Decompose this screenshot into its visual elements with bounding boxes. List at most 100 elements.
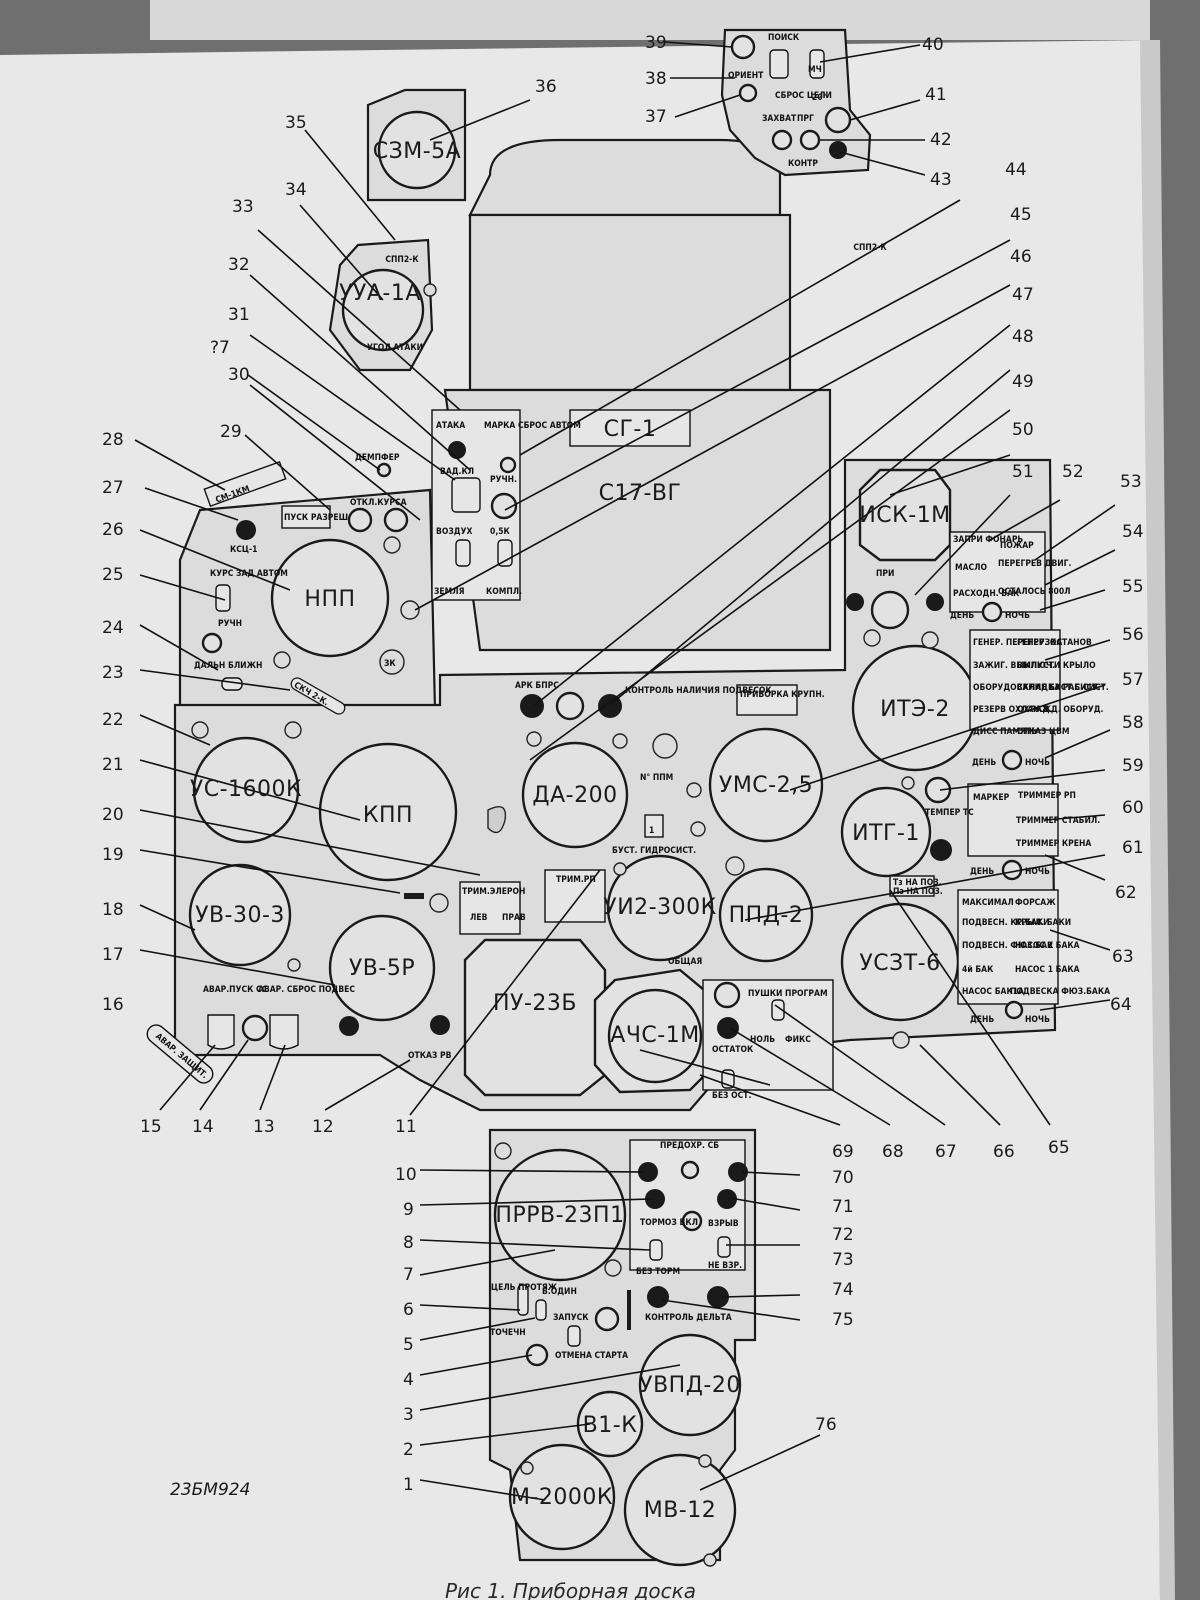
lbl-nasos2: НАСОС 2 БАКА [1015,941,1080,951]
sg-1-window [569,409,691,447]
lbl-oborudovanie: ОБОРУДОВАНИЕ БУСТ.СИСТ. [973,683,1100,693]
callout-50: 50 [1012,420,1034,440]
cover-avar-pusk[interactable] [207,1014,235,1050]
callout-34: 34 [285,180,307,200]
switch-5[interactable] [535,1299,547,1321]
callout-69: 69 [832,1142,854,1162]
lbl-peregrev: ПЕРЕГРЕВ ДВИГ. [998,559,1072,569]
us-1600k-dial [192,736,300,844]
switch-6[interactable] [517,1284,529,1316]
lbl-maksimal: МАКСИМАЛ [962,898,1014,908]
lbl-search: ПОИСК [768,33,800,43]
lbl-temper: ТЕМПЕР ТС [925,808,974,818]
uszt-6-label: УСЗТ-6 [859,951,940,976]
knob-30[interactable] [383,507,409,533]
trim-rp-box [544,869,606,923]
box-one [644,814,664,838]
lbl-kompl: КОМПЛ. [486,587,522,597]
lbl-ne-vzr: НЕ ВЗР. [708,1261,742,1271]
switch-predohr[interactable] [680,1160,700,1180]
knob-72[interactable] [681,1210,703,1232]
kpp-knob[interactable] [487,806,507,834]
callout-38: 38 [645,69,667,89]
knob-48[interactable] [555,691,585,721]
ui2-300k-label: УИ2-300К [603,895,716,920]
switch-marka[interactable] [499,456,517,474]
knob-4[interactable] [525,1343,549,1367]
knob-39[interactable] [730,34,756,60]
lbl-trim-stab: ТРИММЕР СТАБИЛ. [1016,816,1100,826]
lamp-61 [930,839,952,861]
screw [284,721,302,739]
dimmer-2[interactable] [1001,749,1023,771]
n-ppm-knob[interactable] [652,733,678,759]
callout-29: 29 [220,422,242,442]
sight-dome [468,138,782,217]
lbl-podveska-fuz: ПОДВЕСКА ФЮЗ.БАКА [1010,987,1110,997]
switch-mch[interactable] [809,49,825,79]
knob-pushki[interactable] [713,981,741,1009]
cover-avar-sbros[interactable] [269,1014,299,1050]
knob-14[interactable] [241,1014,269,1042]
dimmer-4[interactable] [1004,1000,1024,1020]
knob-zapusk[interactable] [594,1306,620,1332]
callout-7: 7 [403,1265,414,1285]
switch-zapusk[interactable] [567,1325,581,1347]
callout-35: 35 [285,113,307,133]
lbl-trimmer-rp: ТРИММЕР РП [1018,791,1076,801]
switch-search[interactable] [769,49,789,79]
callout-17: 17 [102,945,124,965]
da-200-dial [521,741,629,849]
isk-1m-label: ИСК-1М [859,503,950,528]
knob-31[interactable] [347,507,373,533]
sight-housing [468,213,792,392]
lbl-zazhig: ЗАЖИГ. ВЫКЛЮЧ. [973,661,1055,671]
knob-ruchn[interactable] [490,492,518,520]
lamp-10 [638,1162,658,1182]
knob-41[interactable] [824,106,852,134]
lbl-orient: ОРИЕНТ [728,71,764,81]
screw [892,1031,910,1049]
screw [690,821,706,837]
ppd-2-label: ППД-2 [729,903,804,928]
callout-65: 65 [1048,1138,1070,1158]
itg-1-label: ИТГ-1 [852,821,920,846]
lamp-75 [647,1286,669,1308]
lbl-ostalos: ОСТАЛОСЬ 800Л [998,587,1071,597]
lbl-one: 1 [649,826,654,836]
indicator-lamp [430,1015,450,1035]
switch-73[interactable] [717,1236,731,1258]
knob-24[interactable] [201,632,223,654]
screw [604,1259,622,1277]
switch-vadkl[interactable] [451,477,481,513]
callout-71: 71 [832,1197,854,1217]
screw [901,776,915,790]
screw [686,782,702,798]
screw [273,651,291,669]
lbl-tz: Тз НА ПОЗ. [893,878,942,888]
switch-vozduh[interactable] [455,539,471,567]
dimmer-1[interactable] [981,601,1003,623]
achs-1m-label: АЧС-1М [610,1023,699,1048]
warning-panel-4 [957,889,1059,1005]
da-200-label: ДА-200 [532,783,617,808]
lbl-vzryv: ВЗРЫВ [708,1219,739,1229]
lbl-marka: МАРКА СБРОС АВТОМ [484,421,581,431]
screw [400,600,420,620]
knob-59[interactable] [924,776,952,804]
lbl-rezerv: РЕЗЕРВ ОХЛАЖД. [973,705,1052,715]
isk-knob[interactable] [870,590,910,630]
ite-2-label: ИТЭ-2 [880,697,950,722]
switch-8[interactable] [649,1239,663,1261]
lbl-vypusti: ВЫПУСТИ КРЫЛО [1017,661,1096,671]
callout-25: 25 [102,565,124,585]
screw [863,629,881,647]
callout-27b: ?7 [210,338,230,358]
zk-knob[interactable] [379,649,405,675]
callout-66: 66 [993,1142,1015,1162]
knob-37[interactable] [738,83,758,103]
switch-05k[interactable] [497,539,513,567]
callout-36: 36 [535,77,557,97]
indicator-lamp [926,593,944,611]
